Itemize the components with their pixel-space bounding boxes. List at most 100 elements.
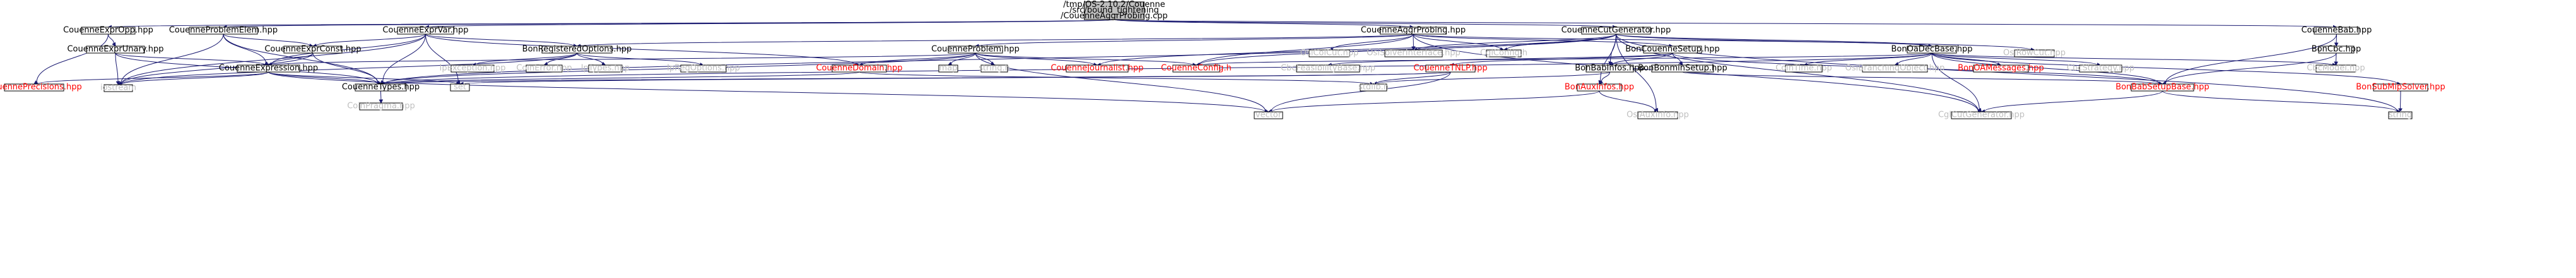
node-couenneJournalist[interactable]: CouenneJournalist.hpp	[1050, 64, 1143, 73]
node-label: CouenneExprVar.hpp	[382, 26, 468, 35]
node-osiColCut: OsiColCut.hpp	[1300, 49, 1359, 58]
node-label: CoinPragma.hpp	[347, 102, 415, 111]
node-couenneDomain[interactable]: CouenneDomain.hpp	[816, 64, 902, 73]
node-box	[526, 64, 563, 73]
node-bonCouenneSetup[interactable]: BonCouenneSetup.hpp	[1625, 45, 1720, 54]
node-label: CoinTime.hpp	[1775, 64, 1832, 73]
edge-bab-to-bonBabSetupBase	[2161, 33, 2337, 85]
node-cbcModel: CbcModel.hpp	[2307, 64, 2365, 73]
node-registeredOptions[interactable]: BonRegisteredOptions.hpp	[522, 45, 632, 54]
node-couenneTypes[interactable]: CouenneTypes.hpp	[342, 83, 420, 92]
node-label: CouenneDomain.hpp	[816, 64, 902, 73]
node-box	[1486, 49, 1522, 57]
node-label: CglCutGenerator.hpp	[1938, 111, 2025, 120]
node-exprVar[interactable]: CouenneExprVar.hpp	[382, 26, 468, 35]
node-exprOpp[interactable]: CouenneExprOpp.hpp	[63, 26, 153, 35]
node-exprUnary[interactable]: CouenneExprUnary.hpp	[67, 45, 163, 54]
node-label: CouenneBab.hpp	[2302, 26, 2372, 35]
edge-bonOaDecBase-to-cglCutGenerator	[1931, 52, 1982, 112]
node-box	[1862, 64, 1928, 73]
node-box	[189, 27, 258, 35]
node-box	[283, 45, 343, 54]
node-box	[450, 83, 470, 92]
node-label: CouenneExpression.hpp	[219, 64, 318, 73]
node-cbcStrategy: CbcStrategy.hpp	[2067, 64, 2134, 73]
node-aggrProbing[interactable]: CouenneAggrProbing.hpp	[1361, 26, 1466, 35]
edge-bonAuxInfos-to-vector	[1267, 90, 1600, 114]
edge-couenneTNLP-to-vector	[1267, 71, 1451, 114]
node-box	[86, 45, 145, 54]
node-couenneProblem[interactable]: CouenneProblem.hpp	[931, 45, 1020, 54]
node-cbcCbc[interactable]: BonCbc.hpp	[2312, 45, 2361, 54]
node-box	[1384, 49, 1443, 57]
node-cglCutGenerator: CglCutGenerator.hpp	[1938, 111, 2025, 120]
node-label: /CouenneAggrProbing.cpp	[1061, 11, 1168, 21]
node-iostream: iostream	[100, 83, 136, 93]
node-label: OsiBranchingObject.hpp	[1845, 64, 1945, 73]
edge-couenneTNLP-to-set	[459, 71, 1451, 87]
node-bonOaDecBase[interactable]: BonOaDecBase.hpp	[1891, 45, 1973, 54]
node-label: iostream	[100, 83, 136, 93]
node-label: BonCouenneSetup.hpp	[1625, 45, 1720, 54]
node-label: BonBabInfos.hpp	[1575, 64, 1645, 73]
node-box	[948, 45, 1003, 54]
node-box	[1360, 83, 1387, 92]
node-cutGenerator[interactable]: CouenneCutGenerator.hpp	[1561, 26, 1671, 35]
node-box	[1907, 45, 1957, 54]
edge-aggrProbing-to-couenneProblem	[974, 33, 1414, 49]
edge-exprOpp-to-couennePrecisions	[33, 33, 109, 85]
node-bonBonminSetup[interactable]: BonBonminSetup.hpp	[1638, 64, 1727, 73]
node-label: OsiRowCut.hpp	[2003, 49, 2066, 58]
edge-exprVar-to-couenneTypes	[380, 33, 426, 85]
node-box	[4, 83, 64, 92]
node-label: CouenneProblemElem.hpp	[169, 26, 278, 35]
node-box	[1637, 111, 1678, 119]
node-couenneTNLP[interactable]: CouenneTNLP.hpp	[1413, 64, 1487, 73]
node-cglConfig: CglConfig.h	[1480, 49, 1527, 58]
node-problemElem[interactable]: CouenneProblemElem.hpp	[169, 26, 278, 35]
node-couenneConfig[interactable]: CouenneConfig.h	[1161, 64, 1232, 73]
edge-bonBonminSetup-to-bonBabSetupBase	[1682, 71, 2163, 87]
node-box	[2314, 27, 2360, 35]
node-box	[541, 45, 613, 54]
edge-exprUnary-to-iostream	[115, 52, 121, 86]
node-label: BonOaDecBase.hpp	[1891, 45, 1973, 54]
node-ipTypes: IpTypes.hpp	[581, 64, 630, 73]
node-label: BonSubMipSolver.hpp	[2356, 83, 2445, 92]
node-label: BonBabSetupBase.hpp	[2115, 83, 2209, 92]
node-bab[interactable]: CouenneBab.hpp	[2302, 26, 2372, 35]
node-label: BonAuxInfos.hpp	[1565, 83, 1634, 92]
node-box	[1172, 64, 1220, 73]
node-box	[397, 27, 454, 35]
node-couenneExpression[interactable]: CouenneExpression.hpp	[219, 64, 318, 73]
node-label: set	[454, 83, 466, 92]
node-osiBranchingObject: OsiBranchingObject.hpp	[1845, 64, 1945, 73]
node-bonSubMipSolver[interactable]: BonSubMipSolver.hpp	[2356, 83, 2445, 92]
node-osiSolverInterface: OsiSolverInterface.hpp	[1367, 49, 1461, 58]
node-bonAuxInfos[interactable]: BonAuxInfos.hpp	[1565, 83, 1634, 92]
node-label: stdlib.h	[1358, 83, 1389, 92]
node-couennePrecisions[interactable]: CouennePrecisions.hpp	[0, 83, 82, 92]
node-label: CouenneTNLP.hpp	[1413, 64, 1487, 73]
node-box	[1066, 64, 1129, 73]
node-cbcFeasibilityBase: CbcFeasibilityBase.hpp	[1281, 64, 1375, 73]
node-bonBabSetupBase[interactable]: BonBabSetupBase.hpp	[2115, 83, 2209, 92]
node-box	[832, 64, 887, 73]
node-box	[1084, 1, 1144, 20]
edge-bonSubMipSolver-to-string	[2398, 90, 2403, 113]
node-label: OsiAuxInfo.hpp	[1626, 111, 1689, 120]
node-box	[1577, 83, 1622, 92]
node-ipException: IpException.hpp	[440, 64, 506, 73]
node-bonOAMessages[interactable]: BonOAMessages.hpp	[1958, 64, 2044, 73]
node-bonBabInfos[interactable]: BonBabInfos.hpp	[1575, 64, 1645, 73]
node-box	[1973, 64, 2029, 73]
node-label: CbcStrategy.hpp	[2067, 64, 2134, 73]
node-exprConst[interactable]: CouenneExprConst.hpp	[264, 45, 361, 54]
node-root: /tmp/OS-2.10.2/Couenne/src/bound_tighten…	[1061, 0, 1168, 21]
node-label: /src/bound_tightening	[1069, 6, 1159, 15]
node-set: set	[450, 83, 470, 92]
node-box	[1425, 64, 1476, 73]
edge-cutGenerator-to-bonBabInfos	[1608, 33, 1616, 66]
node-box	[1296, 64, 1360, 73]
